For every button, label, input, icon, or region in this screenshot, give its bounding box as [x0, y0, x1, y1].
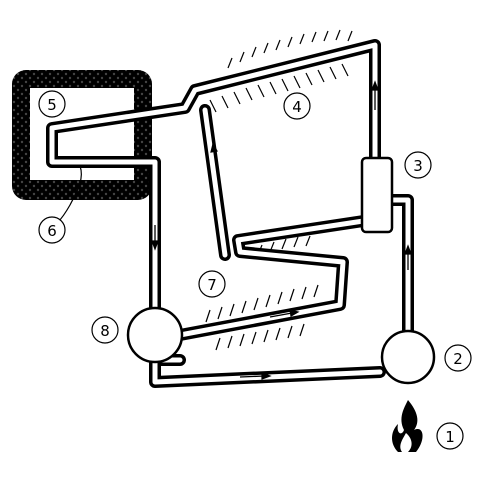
arrow-right-lower	[269, 309, 300, 318]
lower-drum	[126, 306, 184, 364]
arrow-down-left	[151, 225, 159, 251]
hatch-upper	[209, 29, 353, 113]
leader-line-6	[57, 165, 82, 223]
flow-arrows	[151, 80, 412, 380]
boiler-drum	[380, 329, 436, 385]
callout-label-4: 4	[292, 98, 302, 116]
callout-5: 5	[38, 90, 66, 118]
callout-label-6: 6	[47, 222, 57, 240]
pipe-loop	[46, 39, 414, 388]
callout-label-7: 7	[207, 276, 217, 294]
callout-8: 8	[91, 316, 119, 344]
callout-7: 7	[198, 270, 226, 298]
callout-1: 1	[436, 422, 464, 450]
callout-2: 2	[444, 344, 472, 372]
arrow-up-mid	[210, 142, 218, 171]
arrow-right-bottom	[239, 372, 272, 380]
flame-icon	[392, 400, 423, 452]
callout-4: 4	[283, 92, 311, 120]
callout-label-5: 5	[47, 96, 57, 114]
callout-label-1: 1	[445, 428, 455, 446]
hatch-lower	[205, 235, 319, 351]
arrow-up-top	[371, 80, 379, 110]
callout-6: 6	[38, 216, 66, 244]
arrow-up-riser	[404, 244, 412, 270]
callout-label-2: 2	[453, 350, 463, 368]
separator-drum	[360, 156, 394, 234]
callout-label-8: 8	[100, 322, 110, 340]
callout-label-3: 3	[413, 157, 423, 175]
insulated-box	[12, 70, 152, 200]
callout-3: 3	[404, 151, 432, 179]
